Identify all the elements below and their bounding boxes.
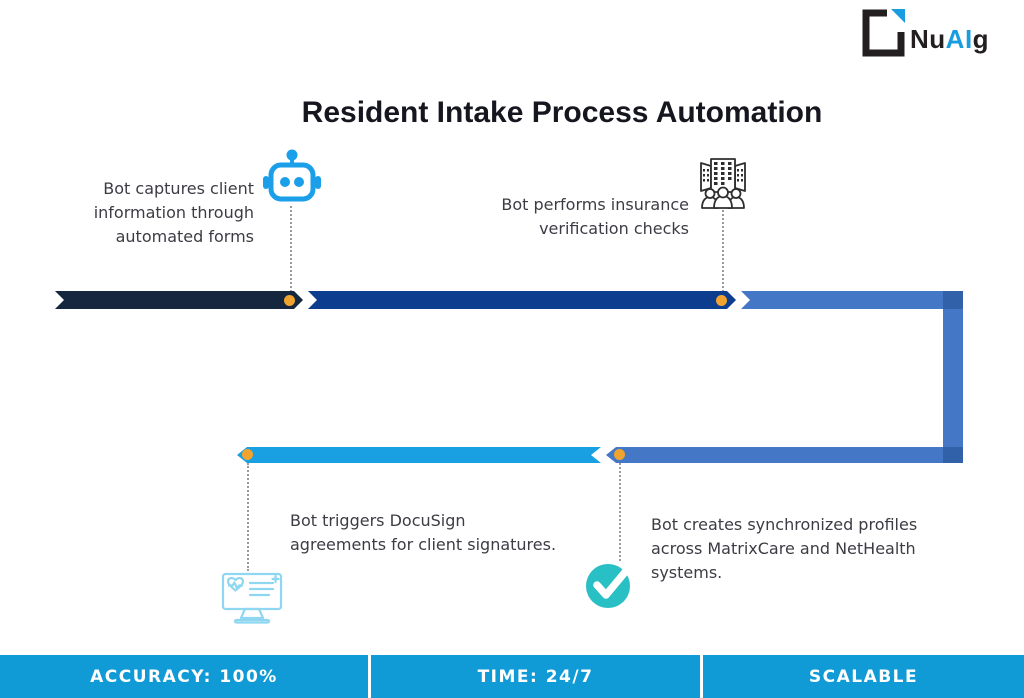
timeline-segment-3-vertical bbox=[943, 309, 963, 447]
check-icon bbox=[586, 561, 635, 608]
step-text-docusign: Bot triggers DocuSign agreements for cli… bbox=[290, 511, 557, 554]
milestone-dot-capture bbox=[284, 295, 295, 306]
footer-stat-scalable: SCALABLE bbox=[700, 655, 1024, 698]
milestone-dot-docusign bbox=[242, 449, 253, 460]
logo-text-prefix: Nu bbox=[910, 24, 946, 54]
timeline-segment-3-top bbox=[741, 291, 943, 309]
step-text-capture: Bot captures client information through … bbox=[93, 179, 254, 246]
logo-text: NuAIg bbox=[910, 24, 989, 55]
step-text-insurance: Bot performs insurance verification chec… bbox=[501, 195, 689, 238]
footer-stat-time: TIME: 24/7 bbox=[368, 655, 700, 698]
step-text-profiles: Bot creates synchronized profiles across… bbox=[651, 515, 918, 582]
docusign-monitor-icon bbox=[221, 572, 283, 624]
insurance-building-icon bbox=[700, 158, 746, 209]
connector-line-capture bbox=[290, 206, 292, 292]
connector-line-docusign bbox=[247, 463, 249, 571]
footer-stat-accuracy: ACCURACY: 100% bbox=[90, 666, 278, 687]
timeline-corner-bottom bbox=[943, 447, 963, 463]
robot-icon bbox=[263, 149, 321, 202]
logo-text-accent: AI bbox=[945, 24, 973, 54]
page-title: Resident Intake Process Automation bbox=[301, 96, 823, 129]
timeline-segment-3-bottom bbox=[606, 447, 943, 463]
footer-bar: ACCURACY: 100% TIME: 24/7 SCALABLE bbox=[0, 655, 1024, 698]
milestone-dot-insurance bbox=[716, 295, 727, 306]
timeline-corner-top bbox=[943, 291, 963, 309]
timeline-segment-2 bbox=[308, 291, 736, 309]
nualg-logo: NuAIg bbox=[856, 8, 989, 58]
connector-line-profiles bbox=[619, 463, 621, 561]
timeline-segment-4 bbox=[237, 447, 601, 463]
logo-text-suffix: g bbox=[972, 24, 990, 54]
milestone-dot-profiles bbox=[614, 449, 625, 460]
nualg-logo-mark-icon bbox=[862, 9, 905, 57]
connector-line-insurance bbox=[722, 210, 724, 292]
timeline-segment-1 bbox=[55, 291, 303, 309]
